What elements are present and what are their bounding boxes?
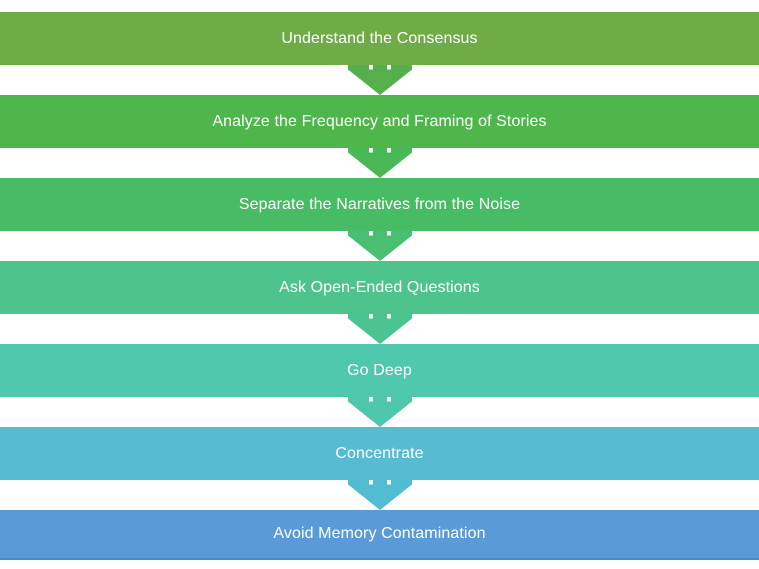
arrow-gap — [0, 65, 759, 95]
process-step-separate-narratives: Separate the Narratives from the Noise — [0, 178, 759, 231]
process-step-analyze-frequency: Analyze the Frequency and Framing of Sto… — [0, 95, 759, 148]
down-arrow-icon — [347, 397, 412, 427]
process-step-go-deep: Go Deep — [0, 344, 759, 397]
down-arrow-icon — [347, 65, 412, 95]
arrow-gap — [0, 314, 759, 344]
arrow-gap — [0, 148, 759, 178]
arrow-gap — [0, 231, 759, 261]
process-step-label: Go Deep — [347, 361, 412, 379]
process-step-understand-consensus: Understand the Consensus — [0, 12, 759, 65]
down-arrow-icon — [347, 148, 412, 178]
process-step-avoid-memory-contamination: Avoid Memory Contamination — [0, 510, 759, 560]
process-step-label: Avoid Memory Contamination — [273, 525, 486, 542]
process-step-open-ended-questions: Ask Open-Ended Questions — [0, 261, 759, 314]
process-step-label: Concentrate — [335, 444, 424, 462]
process-step-label: Understand the Consensus — [281, 29, 478, 47]
down-arrow-icon — [347, 480, 412, 510]
process-step-label: Separate the Narratives from the Noise — [238, 195, 521, 213]
down-arrow-icon — [347, 314, 412, 344]
process-step-label: Analyze the Frequency and Framing of Sto… — [212, 112, 547, 130]
process-step-label: Ask Open-Ended Questions — [279, 278, 480, 296]
arrow-gap — [0, 397, 759, 427]
arrow-gap — [0, 480, 759, 510]
down-arrow-icon — [347, 231, 412, 261]
process-step-concentrate: Concentrate — [0, 427, 759, 480]
